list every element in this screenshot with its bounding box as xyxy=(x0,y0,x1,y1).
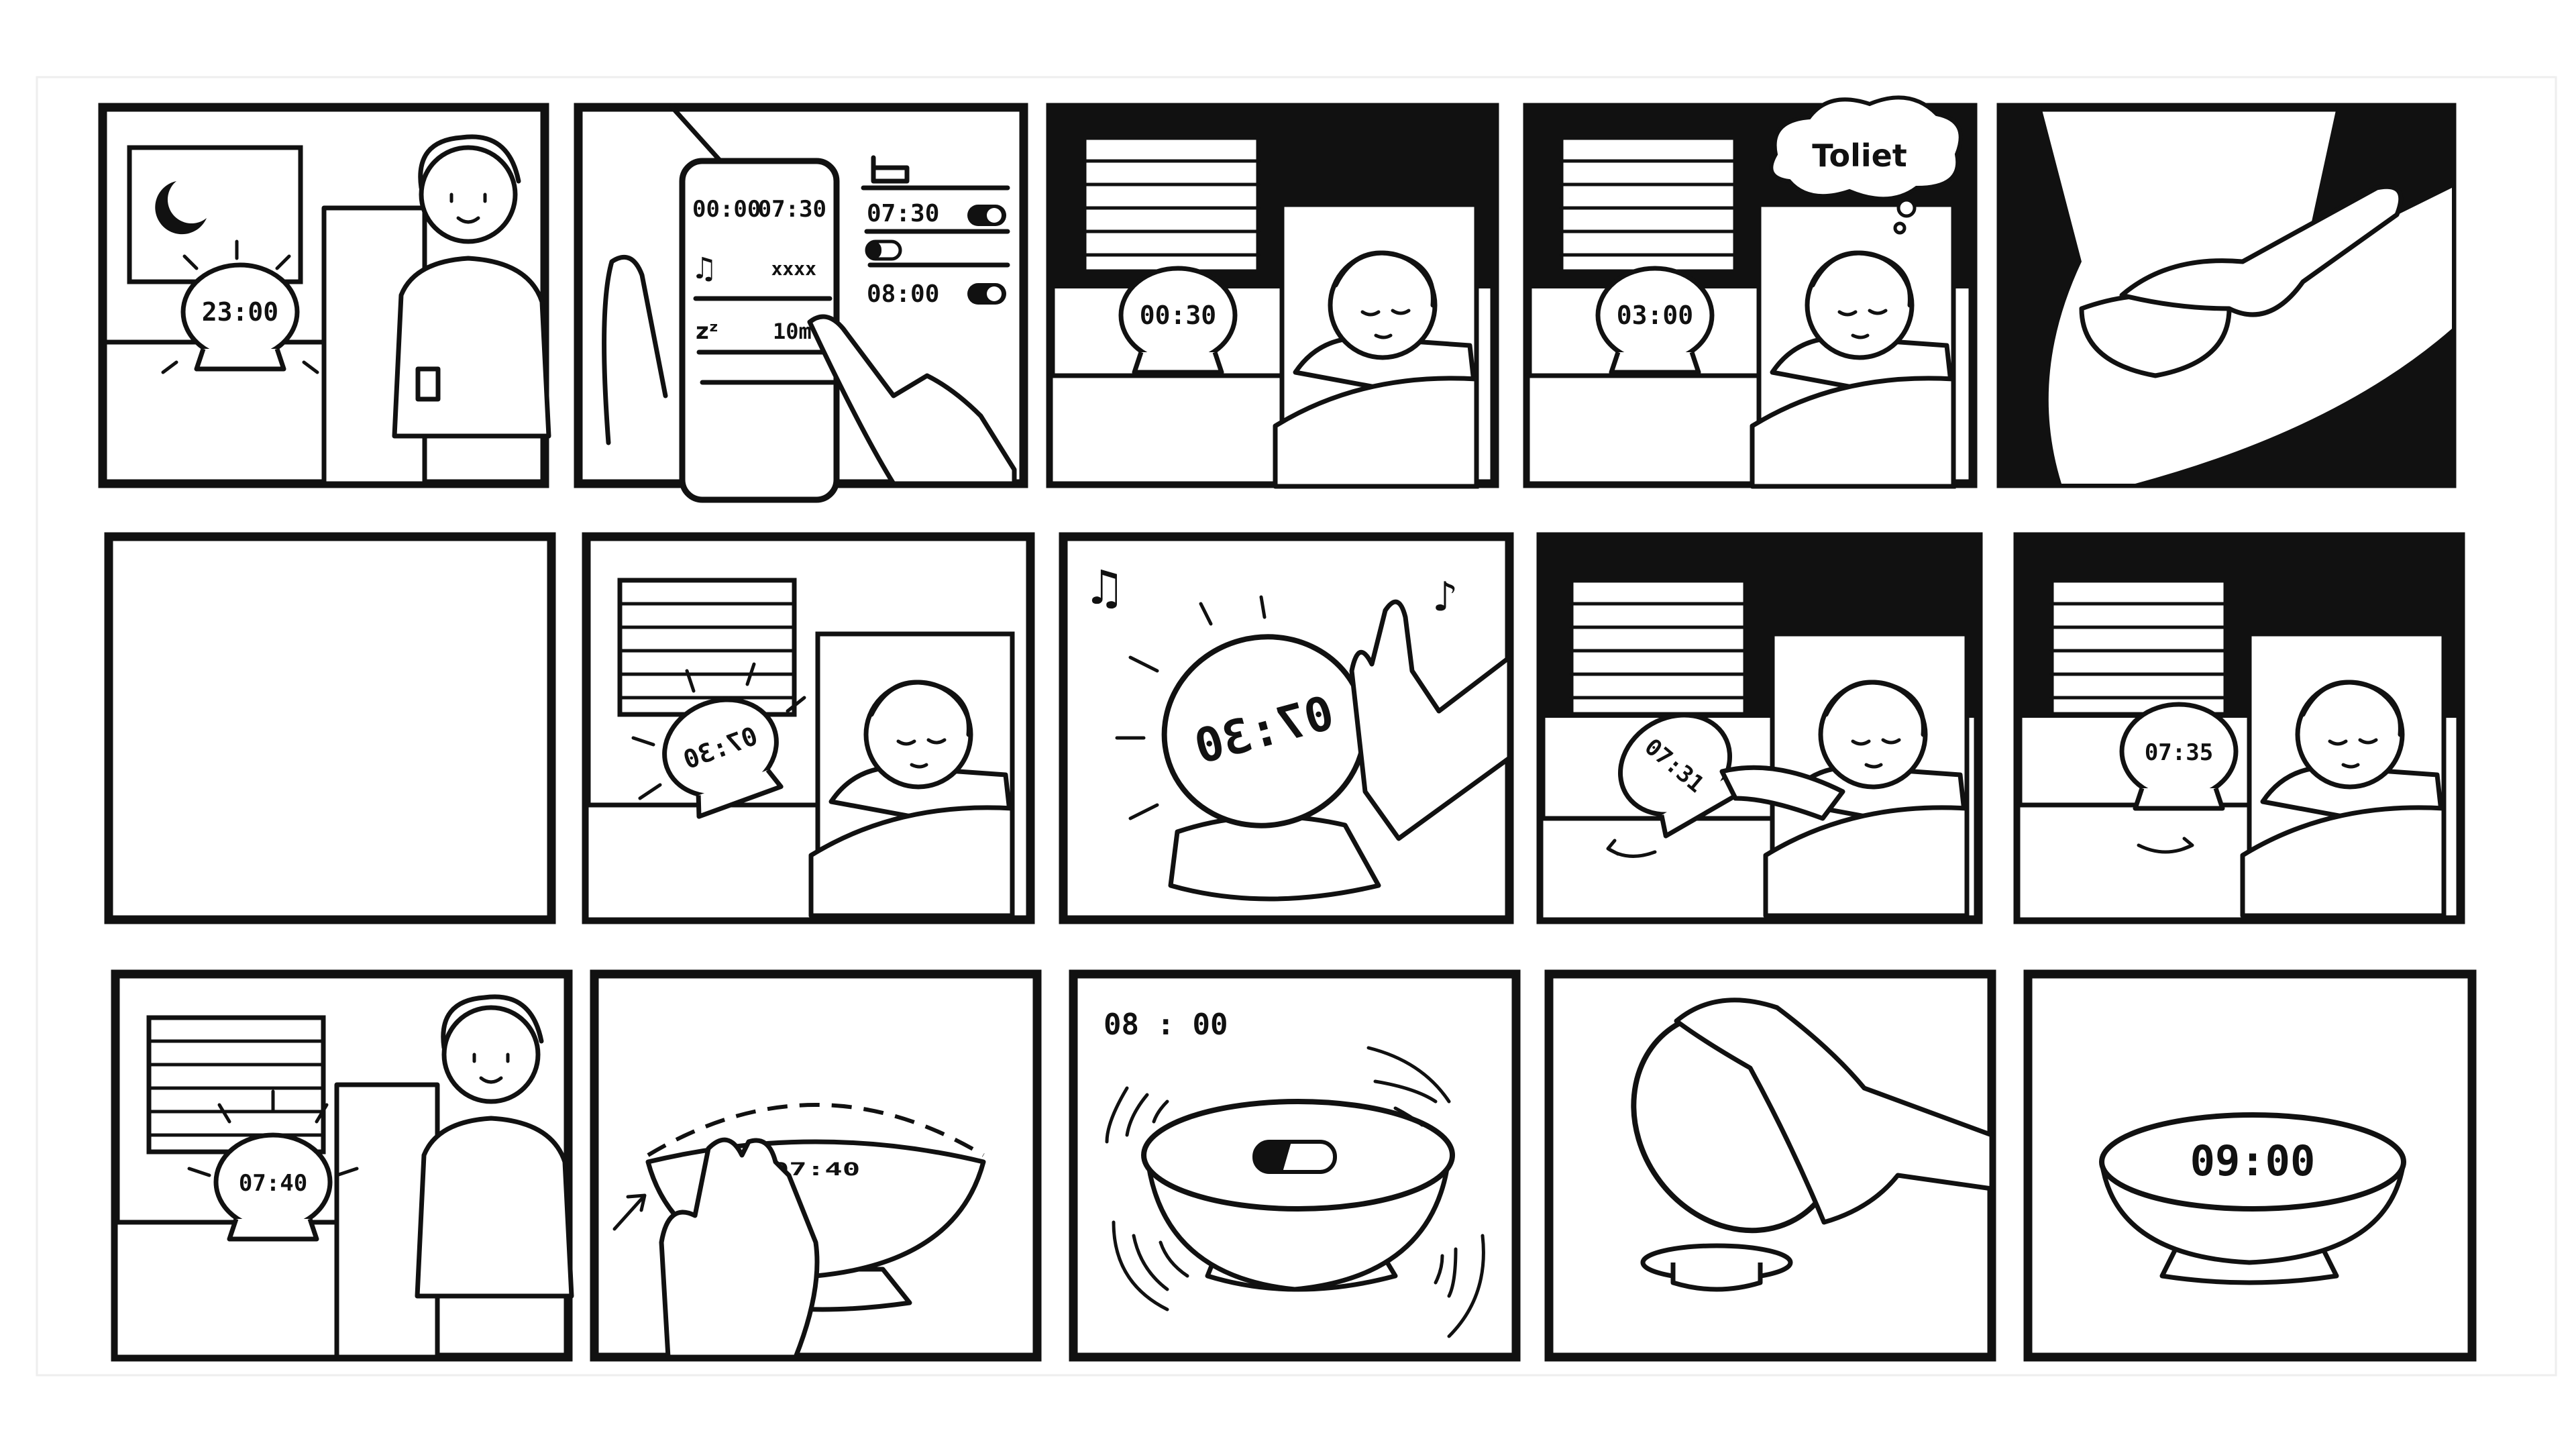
thought-bubble xyxy=(1769,95,1963,201)
music-note-icon: ♫ xyxy=(691,252,717,286)
desk xyxy=(1538,816,1839,922)
clock-time: 07:35 xyxy=(2145,739,2213,766)
window xyxy=(1571,580,1746,714)
clock-time: 03:00 xyxy=(1617,301,1693,330)
right-hand xyxy=(807,314,1017,486)
vibration-lines xyxy=(1105,1046,1485,1338)
bed-icon xyxy=(871,155,910,184)
hand xyxy=(1349,599,1512,841)
left-hand xyxy=(602,254,668,445)
rotation-path xyxy=(647,1103,985,1157)
music-note-icon: ♫ xyxy=(1083,560,1126,615)
panel-5 xyxy=(1996,103,2457,488)
thought-text: Toliet xyxy=(1812,138,1907,174)
panel-3: 00:30 xyxy=(1046,103,1499,486)
moon-icon xyxy=(155,181,207,235)
desk xyxy=(584,802,877,922)
clock-time: 08 : 00 xyxy=(1104,1008,1228,1042)
window xyxy=(2051,580,2226,714)
phone-end-time: 07:30 xyxy=(758,196,826,223)
clock-time: 23:00 xyxy=(202,297,278,327)
ringing-lines xyxy=(631,662,806,800)
glow-lines xyxy=(187,1089,359,1177)
music-note-icon: ♪ xyxy=(1432,574,1458,621)
clock-time: 00:30 xyxy=(1140,301,1216,330)
panel-4: 03:00 Toliet xyxy=(1523,95,1978,486)
ringing-lines xyxy=(1115,595,1267,820)
hand xyxy=(659,1137,820,1360)
panel-9: 07:31 xyxy=(1536,532,1983,924)
clock-base xyxy=(1168,814,1381,902)
sleeping-person xyxy=(1752,205,1953,486)
bed-headboard xyxy=(334,1082,440,1360)
hand xyxy=(1674,998,1994,1225)
panel-14 xyxy=(1544,969,1996,1362)
alarm-1-time: 07:30 xyxy=(867,200,939,227)
panel-2: 00:00 07:30 ♫ xxxx zᶻ 10m 07:30 08:00 xyxy=(574,103,1028,503)
swipe-arrow xyxy=(612,1193,647,1231)
panel-1: 23:00 xyxy=(98,103,549,488)
panel-11: 07:40 xyxy=(111,969,572,1362)
sleeping-person xyxy=(1275,205,1477,486)
phone-snooze: 10m xyxy=(773,319,812,344)
panel-12: 07:40 xyxy=(590,969,1042,1362)
phone xyxy=(415,366,441,402)
page-border xyxy=(36,76,2557,1377)
clock-time: 07:40 xyxy=(239,1170,307,1197)
phone-sound: xxxx xyxy=(771,258,817,280)
clock-time: 09:00 xyxy=(2190,1136,2316,1185)
alarm-3-time: 08:00 xyxy=(867,280,939,308)
panel-10: 07:35 xyxy=(2013,532,2465,924)
window xyxy=(1084,138,1258,272)
window xyxy=(1561,138,1735,272)
phone-start-time: 00:00 xyxy=(692,196,761,223)
hand xyxy=(2119,184,2404,317)
snooze-icon: zᶻ xyxy=(696,318,718,345)
panel-13: 08 : 00 xyxy=(1069,969,1521,1362)
window xyxy=(149,1018,323,1152)
window xyxy=(127,145,303,284)
panel-6 xyxy=(104,532,556,924)
sleeping-person xyxy=(2243,634,2444,916)
arm xyxy=(1719,765,1845,821)
panel-15: 09:00 xyxy=(2023,969,2477,1362)
rotate-arrow xyxy=(2137,837,2194,854)
panel-7: 07:30 xyxy=(582,532,1035,924)
sleeping-person xyxy=(811,634,1012,916)
panel-8: ♫ ♪ 07:30 xyxy=(1059,532,1514,924)
window xyxy=(620,580,794,714)
rotate-arrow xyxy=(1606,839,1657,858)
